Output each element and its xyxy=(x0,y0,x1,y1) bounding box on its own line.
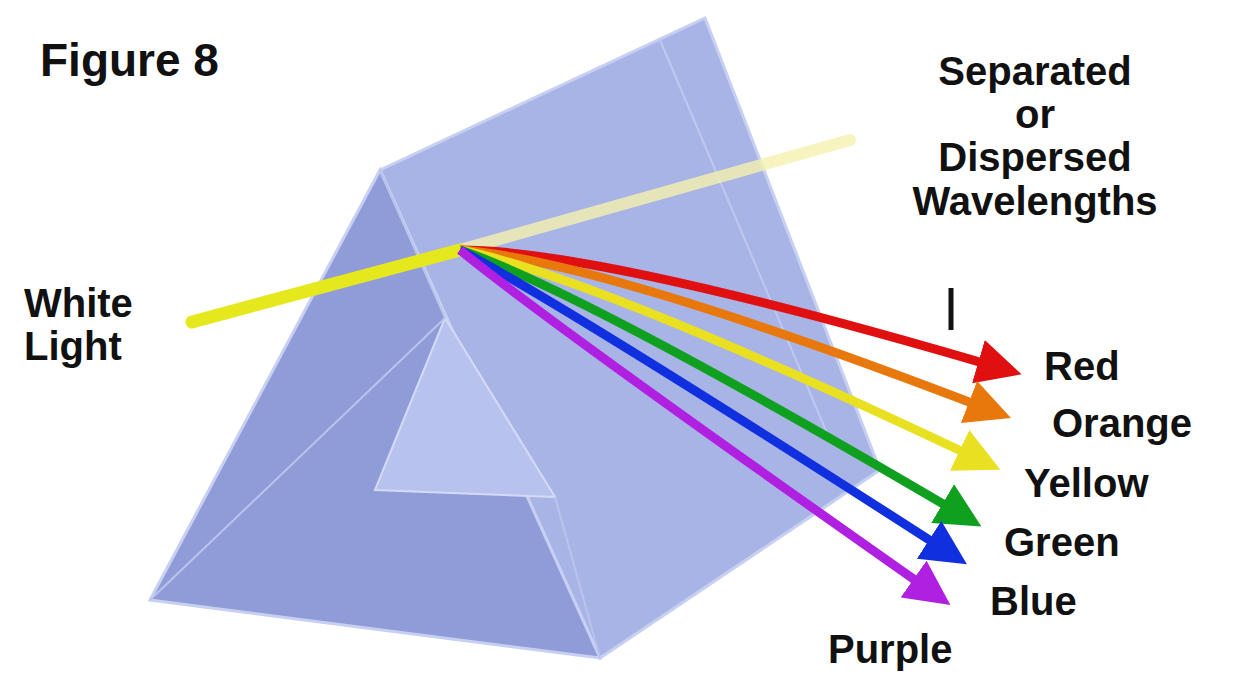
dispersion-label: Separated or Dispersed Wavelengths xyxy=(880,50,1190,223)
color-label: Blue xyxy=(990,580,1077,623)
color-label: Green xyxy=(1004,521,1120,564)
color-label: Purple xyxy=(828,628,952,671)
color-label: Orange xyxy=(1052,402,1192,445)
input-label: White Light xyxy=(24,282,174,368)
color-label: Yellow xyxy=(1024,462,1149,505)
figure-title: Figure 8 xyxy=(40,36,219,86)
color-label: Red xyxy=(1044,345,1120,388)
